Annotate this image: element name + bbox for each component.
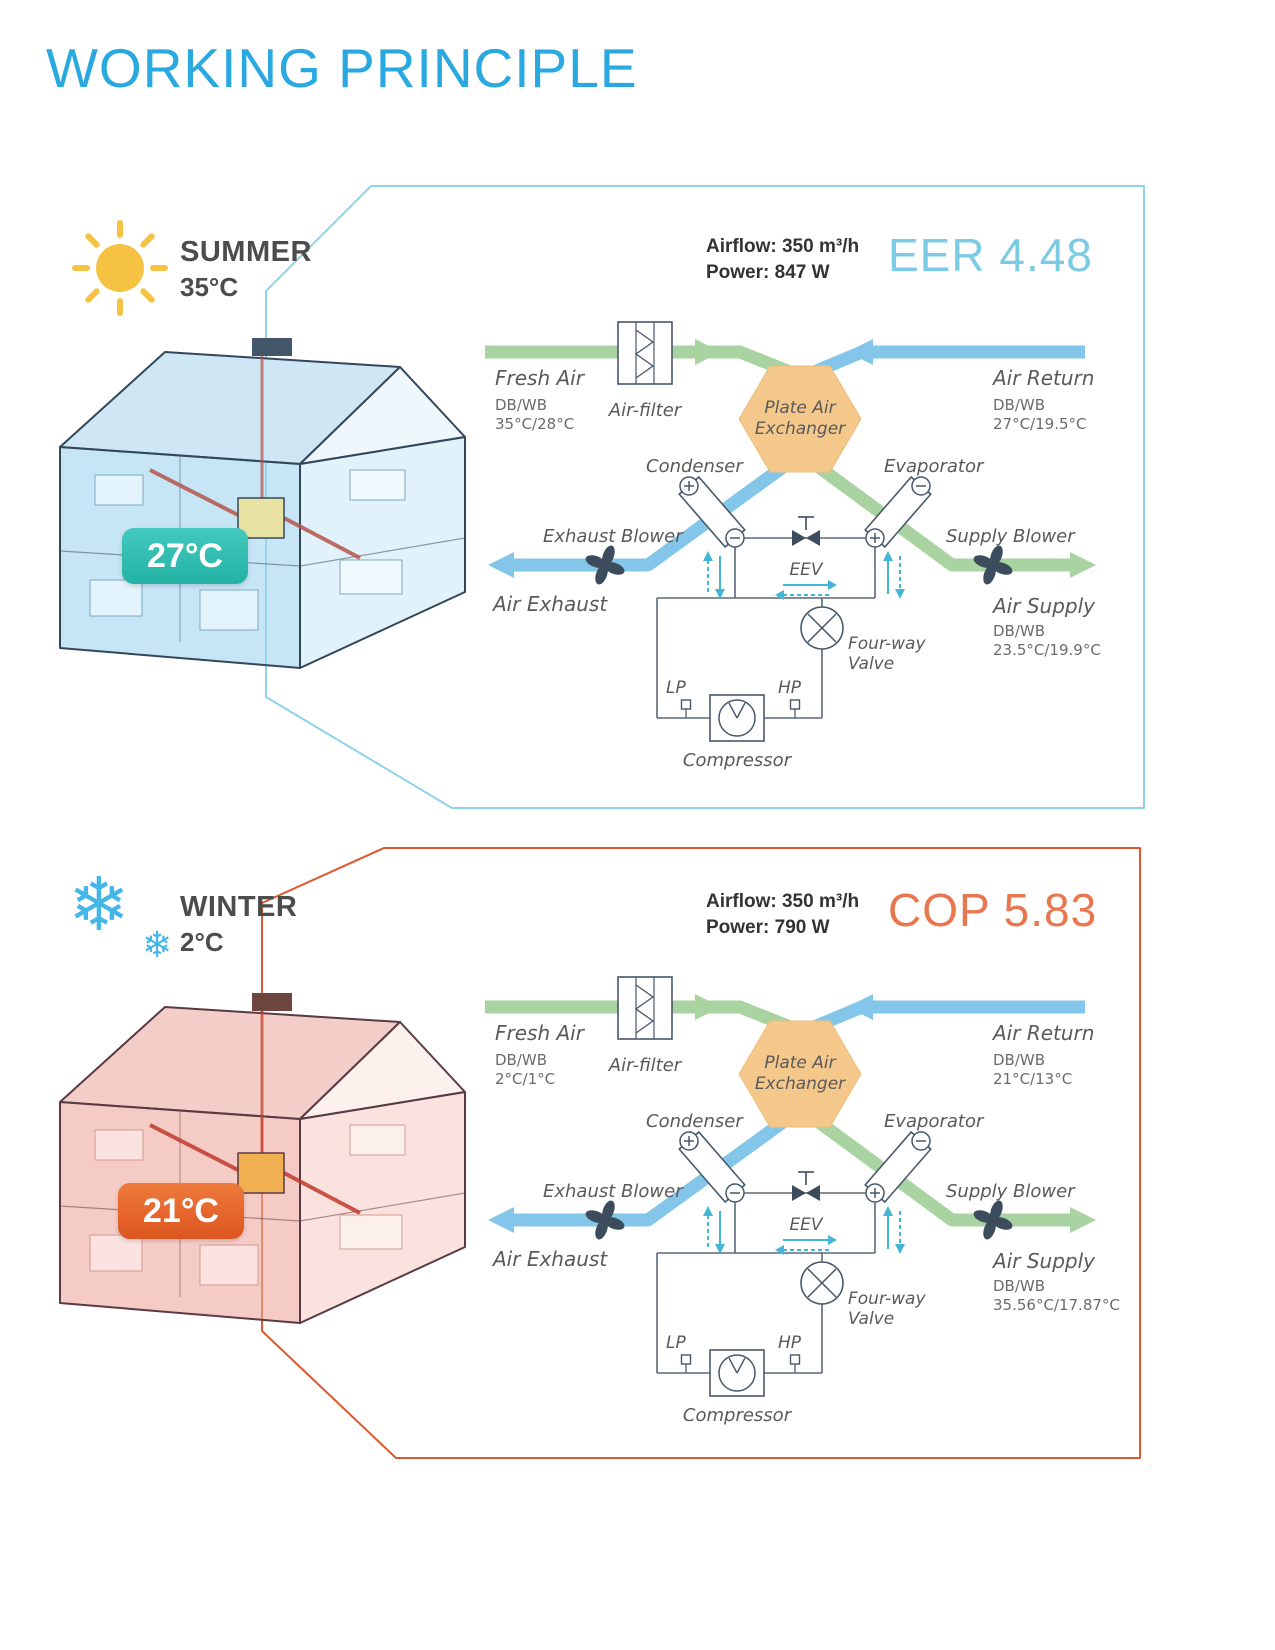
fresh-air-label: Fresh Air	[495, 1021, 584, 1045]
four-way-valve-label: Four-way Valve	[848, 634, 926, 674]
plate-exchanger-label: Plate Air Exchanger	[754, 1053, 846, 1095]
air-filter-label: Air-filter	[608, 400, 682, 421]
air-return-label: Air Return	[993, 1021, 1095, 1045]
air-exhaust-label: Air Exhaust	[493, 592, 608, 616]
summer-eer-rating: EER 4.48	[888, 229, 1093, 281]
air-filter-label: Air-filter	[608, 1055, 682, 1076]
condenser-label: Condenser	[646, 456, 743, 477]
lp-label: LP	[666, 678, 686, 698]
fresh-air-label: Fresh Air	[495, 366, 584, 390]
plate-exchanger-label: Plate Air Exchanger	[754, 398, 846, 440]
rooftop-vent	[252, 338, 292, 356]
winter-airflow-value: Airflow: 350 m³/h	[706, 891, 860, 912]
winter-indoor-temp-badge: 21°C	[118, 1183, 244, 1239]
summer-indoor-temp: 27°C	[147, 536, 223, 575]
fresh-air-temp-value: 35°C/28°C	[495, 415, 575, 433]
winter-power-value: Power: 790 W	[706, 917, 830, 938]
four-way-valve-label: Four-way Valve	[848, 1289, 926, 1329]
hp-label: HP	[778, 1333, 802, 1353]
winter-outdoor-temp: 2°C	[180, 927, 224, 957]
exhaust-blower-label: Exhaust Blower	[543, 1181, 683, 1202]
lp-label: LP	[666, 1333, 686, 1353]
winter-panel-outline	[261, 847, 1141, 1459]
hp-label: HP	[778, 678, 802, 698]
summer-airflow-value: Airflow: 350 m³/h	[706, 236, 860, 257]
winter-season-label: WINTER	[180, 891, 298, 923]
page-title: WORKING PRINCIPLE	[46, 37, 638, 99]
condenser-label: Condenser	[646, 1111, 743, 1132]
snowflake-icon-small: ❄	[142, 925, 173, 966]
evaporator-label: Evaporator	[884, 1111, 984, 1132]
supply-blower-label: Supply Blower	[946, 1181, 1075, 1202]
air-return-temp-value: 21°C/13°C	[993, 1070, 1073, 1088]
compressor-label: Compressor	[682, 750, 792, 771]
air-return-label: Air Return	[993, 366, 1095, 390]
rooftop-vent	[252, 993, 292, 1011]
exhaust-blower-label: Exhaust Blower	[543, 526, 683, 547]
winter-indoor-temp: 21°C	[143, 1191, 219, 1230]
air-supply-label: Air Supply	[993, 1249, 1095, 1273]
eev-label: EEV	[789, 560, 823, 580]
snowflake-icon: ❄	[68, 862, 131, 948]
air-supply-label: Air Supply	[993, 594, 1095, 618]
air-return-temp-value: 27°C/19.5°C	[993, 415, 1087, 433]
evaporator-label: Evaporator	[884, 456, 984, 477]
fresh-air-dbwb-label: DB/WB	[495, 396, 548, 414]
indoor-unit	[237, 497, 285, 539]
summer-power-value: Power: 847 W	[706, 262, 830, 283]
summer-outdoor-temp: 35°C	[180, 272, 239, 302]
air-return-dbwb-label: DB/WB	[993, 1051, 1046, 1069]
fresh-air-temp-value: 2°C/1°C	[495, 1070, 556, 1088]
supply-blower-label: Supply Blower	[946, 526, 1075, 547]
winter-cop-rating: COP 5.83	[888, 884, 1098, 936]
summer-house-illustration	[59, 338, 466, 669]
indoor-unit	[237, 1152, 285, 1194]
air-supply-temp-value: 35.56°C/17.87°C	[993, 1296, 1120, 1314]
air-supply-temp-value: 23.5°C/19.9°C	[993, 641, 1101, 659]
compressor-label: Compressor	[682, 1405, 792, 1426]
air-supply-dbwb-label: DB/WB	[993, 1277, 1046, 1295]
sun-icon	[72, 220, 168, 316]
eev-label: EEV	[789, 1215, 823, 1235]
winter-house-illustration	[59, 993, 466, 1324]
air-supply-dbwb-label: DB/WB	[993, 622, 1046, 640]
summer-indoor-temp-badge: 27°C	[122, 528, 248, 584]
fresh-air-dbwb-label: DB/WB	[495, 1051, 548, 1069]
summer-season-label: SUMMER	[180, 236, 312, 268]
air-exhaust-label: Air Exhaust	[493, 1247, 608, 1271]
air-return-dbwb-label: DB/WB	[993, 396, 1046, 414]
summer-panel-outline	[265, 185, 1145, 809]
